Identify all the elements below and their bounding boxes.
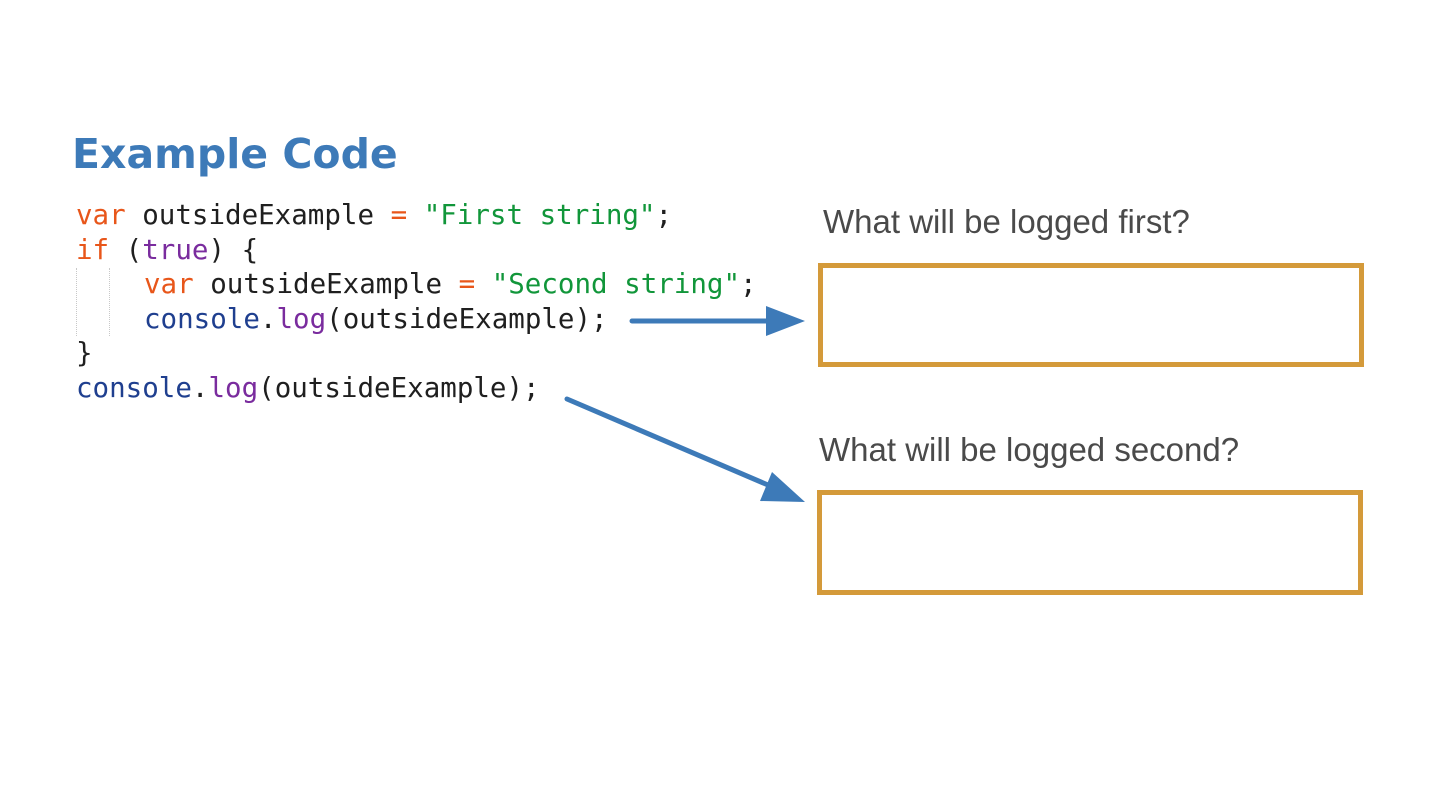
log-method: log	[208, 371, 259, 404]
answer-box-first[interactable]	[818, 263, 1364, 367]
code-line-5: }	[76, 336, 757, 371]
code-block: var outsideExample = "First string"; if …	[76, 198, 757, 405]
keyword-if: if	[76, 233, 110, 266]
log-method: log	[276, 302, 327, 335]
boolean-literal: true	[142, 233, 209, 266]
indent-guide	[76, 268, 110, 336]
code-line-3: var outsideExample = "Second string";	[76, 267, 757, 302]
question-second: What will be logged second?	[819, 431, 1240, 468]
arrow-head-1	[766, 306, 805, 336]
arrow-head-2	[760, 472, 805, 502]
code-line-1: var outsideExample = "First string";	[76, 198, 757, 233]
keyword-var: var	[144, 268, 194, 300]
answer-box-second[interactable]	[817, 490, 1363, 595]
semicolon: ;	[655, 199, 673, 231]
code-line-2: if (true) {	[76, 233, 757, 268]
identifier: outsideExample	[193, 268, 459, 300]
call-args: (outsideExample);	[258, 371, 540, 404]
string-literal: "Second string"	[475, 268, 741, 300]
arrow-to-second-box	[564, 396, 805, 502]
string-literal: "First string"	[407, 199, 656, 231]
paren-close-brace: ) {	[208, 233, 259, 266]
dot: .	[191, 371, 209, 404]
paren-open: (	[109, 233, 143, 266]
operator-assign: =	[458, 268, 476, 300]
keyword-var: var	[76, 199, 126, 231]
call-args: (outsideExample);	[326, 302, 608, 335]
operator-assign: =	[390, 199, 408, 231]
console-object: console	[76, 371, 192, 404]
dot: .	[259, 302, 277, 335]
console-object: console	[144, 302, 260, 335]
slide-title: Example Code	[72, 130, 398, 178]
arrow-shaft-2	[564, 396, 778, 491]
code-line-4: console.log(outsideExample);	[76, 302, 757, 337]
code-line-6: console.log(outsideExample);	[76, 371, 757, 406]
semicolon: ;	[740, 268, 757, 300]
question-first: What will be logged first?	[823, 203, 1190, 240]
identifier: outsideExample	[125, 199, 391, 231]
closing-brace: }	[76, 337, 93, 369]
